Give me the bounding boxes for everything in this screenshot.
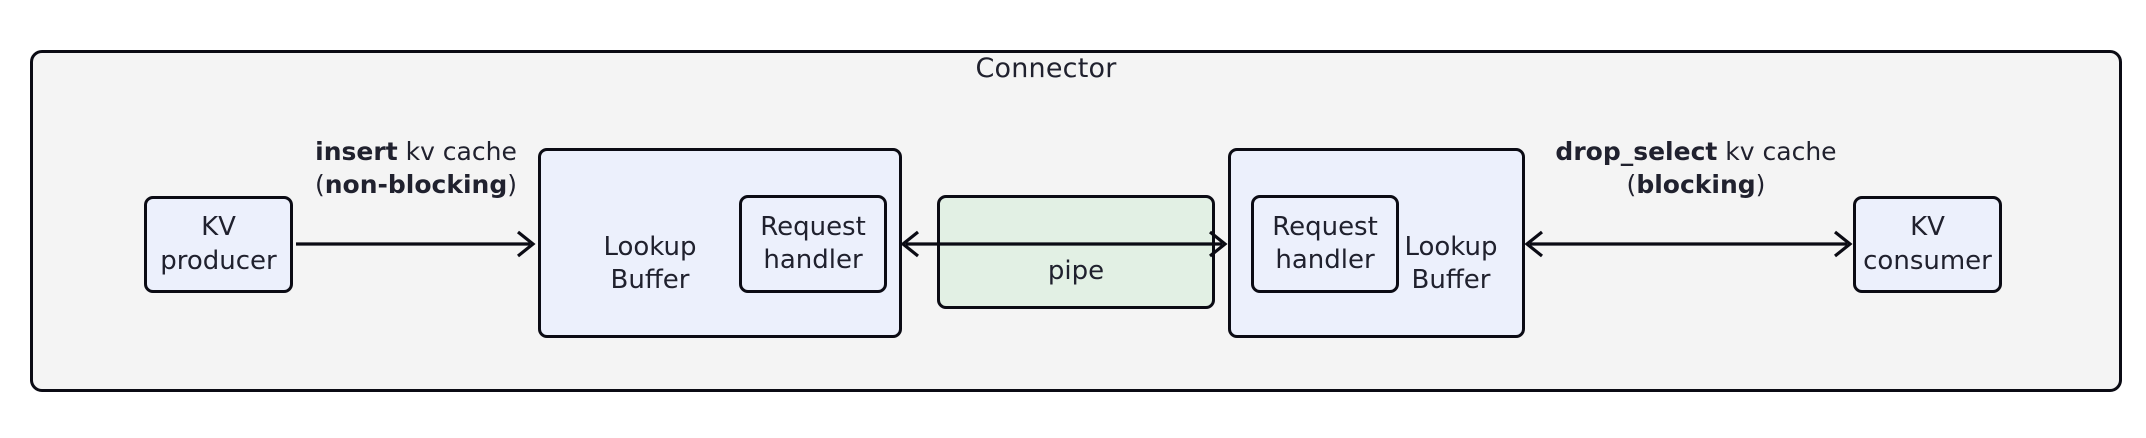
edge-label-insert-mode: non-blocking — [324, 169, 508, 199]
kv-producer-label: KV producer — [160, 211, 277, 277]
request-handler-left-label-line2: handler — [763, 245, 863, 275]
kv-producer-label-line1: KV — [201, 212, 236, 243]
kv-producer-node[interactable]: KV producer — [144, 196, 293, 293]
edge-label-drop-select: drop_select kv cache (blocking) — [1506, 136, 1886, 201]
lookup-buffer-right-label: Lookup Buffer — [1392, 231, 1510, 297]
lookup-buffer-right-label-line1: Lookup — [1404, 232, 1498, 262]
edge-label-drop-select-paren-open: ( — [1626, 169, 1637, 199]
kv-producer-label-line2: producer — [160, 245, 277, 276]
edge-label-drop-select-emphasis: drop_select — [1555, 137, 1718, 166]
edge-label-insert-emphasis: insert — [315, 137, 398, 166]
edge-label-drop-select-line1: drop_select kv cache — [1506, 136, 1886, 169]
request-handler-right-label-line2: handler — [1275, 245, 1375, 275]
lookup-buffer-left-label-line2: Buffer — [610, 265, 690, 296]
pipe-label: pipe — [1047, 256, 1105, 286]
edge-label-insert-paren-open: ( — [314, 169, 325, 199]
request-handler-right-node[interactable]: Request handler — [1251, 195, 1399, 293]
kv-consumer-node[interactable]: KV consumer — [1853, 196, 2002, 293]
request-handler-left-label-line1: Request — [760, 211, 866, 242]
connector-title: Connector — [975, 53, 1117, 84]
kv-consumer-label: KV consumer — [1863, 211, 1992, 277]
edge-label-insert-line2: (non-blocking) — [246, 169, 586, 202]
lookup-buffer-right-label-line2: Buffer — [1411, 265, 1491, 296]
edge-label-drop-select-paren-close: ) — [1755, 169, 1766, 199]
kv-consumer-label-line1: KV — [1910, 212, 1945, 243]
request-handler-left-node[interactable]: Request handler — [739, 195, 887, 293]
edge-label-drop-select-mode: blocking — [1636, 169, 1756, 199]
request-handler-right-label: Request handler — [1272, 211, 1378, 277]
request-handler-right-label-line1: Request — [1272, 211, 1378, 242]
edge-label-insert-line1: insert kv cache — [246, 136, 586, 169]
lookup-buffer-left-label: Lookup Buffer — [565, 231, 735, 297]
kv-consumer-label-line2: consumer — [1863, 245, 1992, 276]
edge-label-drop-select-text: kv cache — [1717, 137, 1837, 166]
edge-label-insert-paren-close: ) — [507, 169, 518, 199]
lookup-buffer-left-node[interactable]: Lookup Buffer — [538, 148, 902, 338]
pipe-node[interactable] — [937, 195, 1215, 309]
edge-label-insert: insert kv cache (non-blocking) — [246, 136, 586, 201]
edge-label-insert-text: kv cache — [397, 137, 517, 166]
lookup-buffer-left-label-line1: Lookup — [603, 232, 697, 262]
request-handler-left-label: Request handler — [760, 211, 866, 277]
edge-label-drop-select-line2: (blocking) — [1506, 169, 1886, 202]
